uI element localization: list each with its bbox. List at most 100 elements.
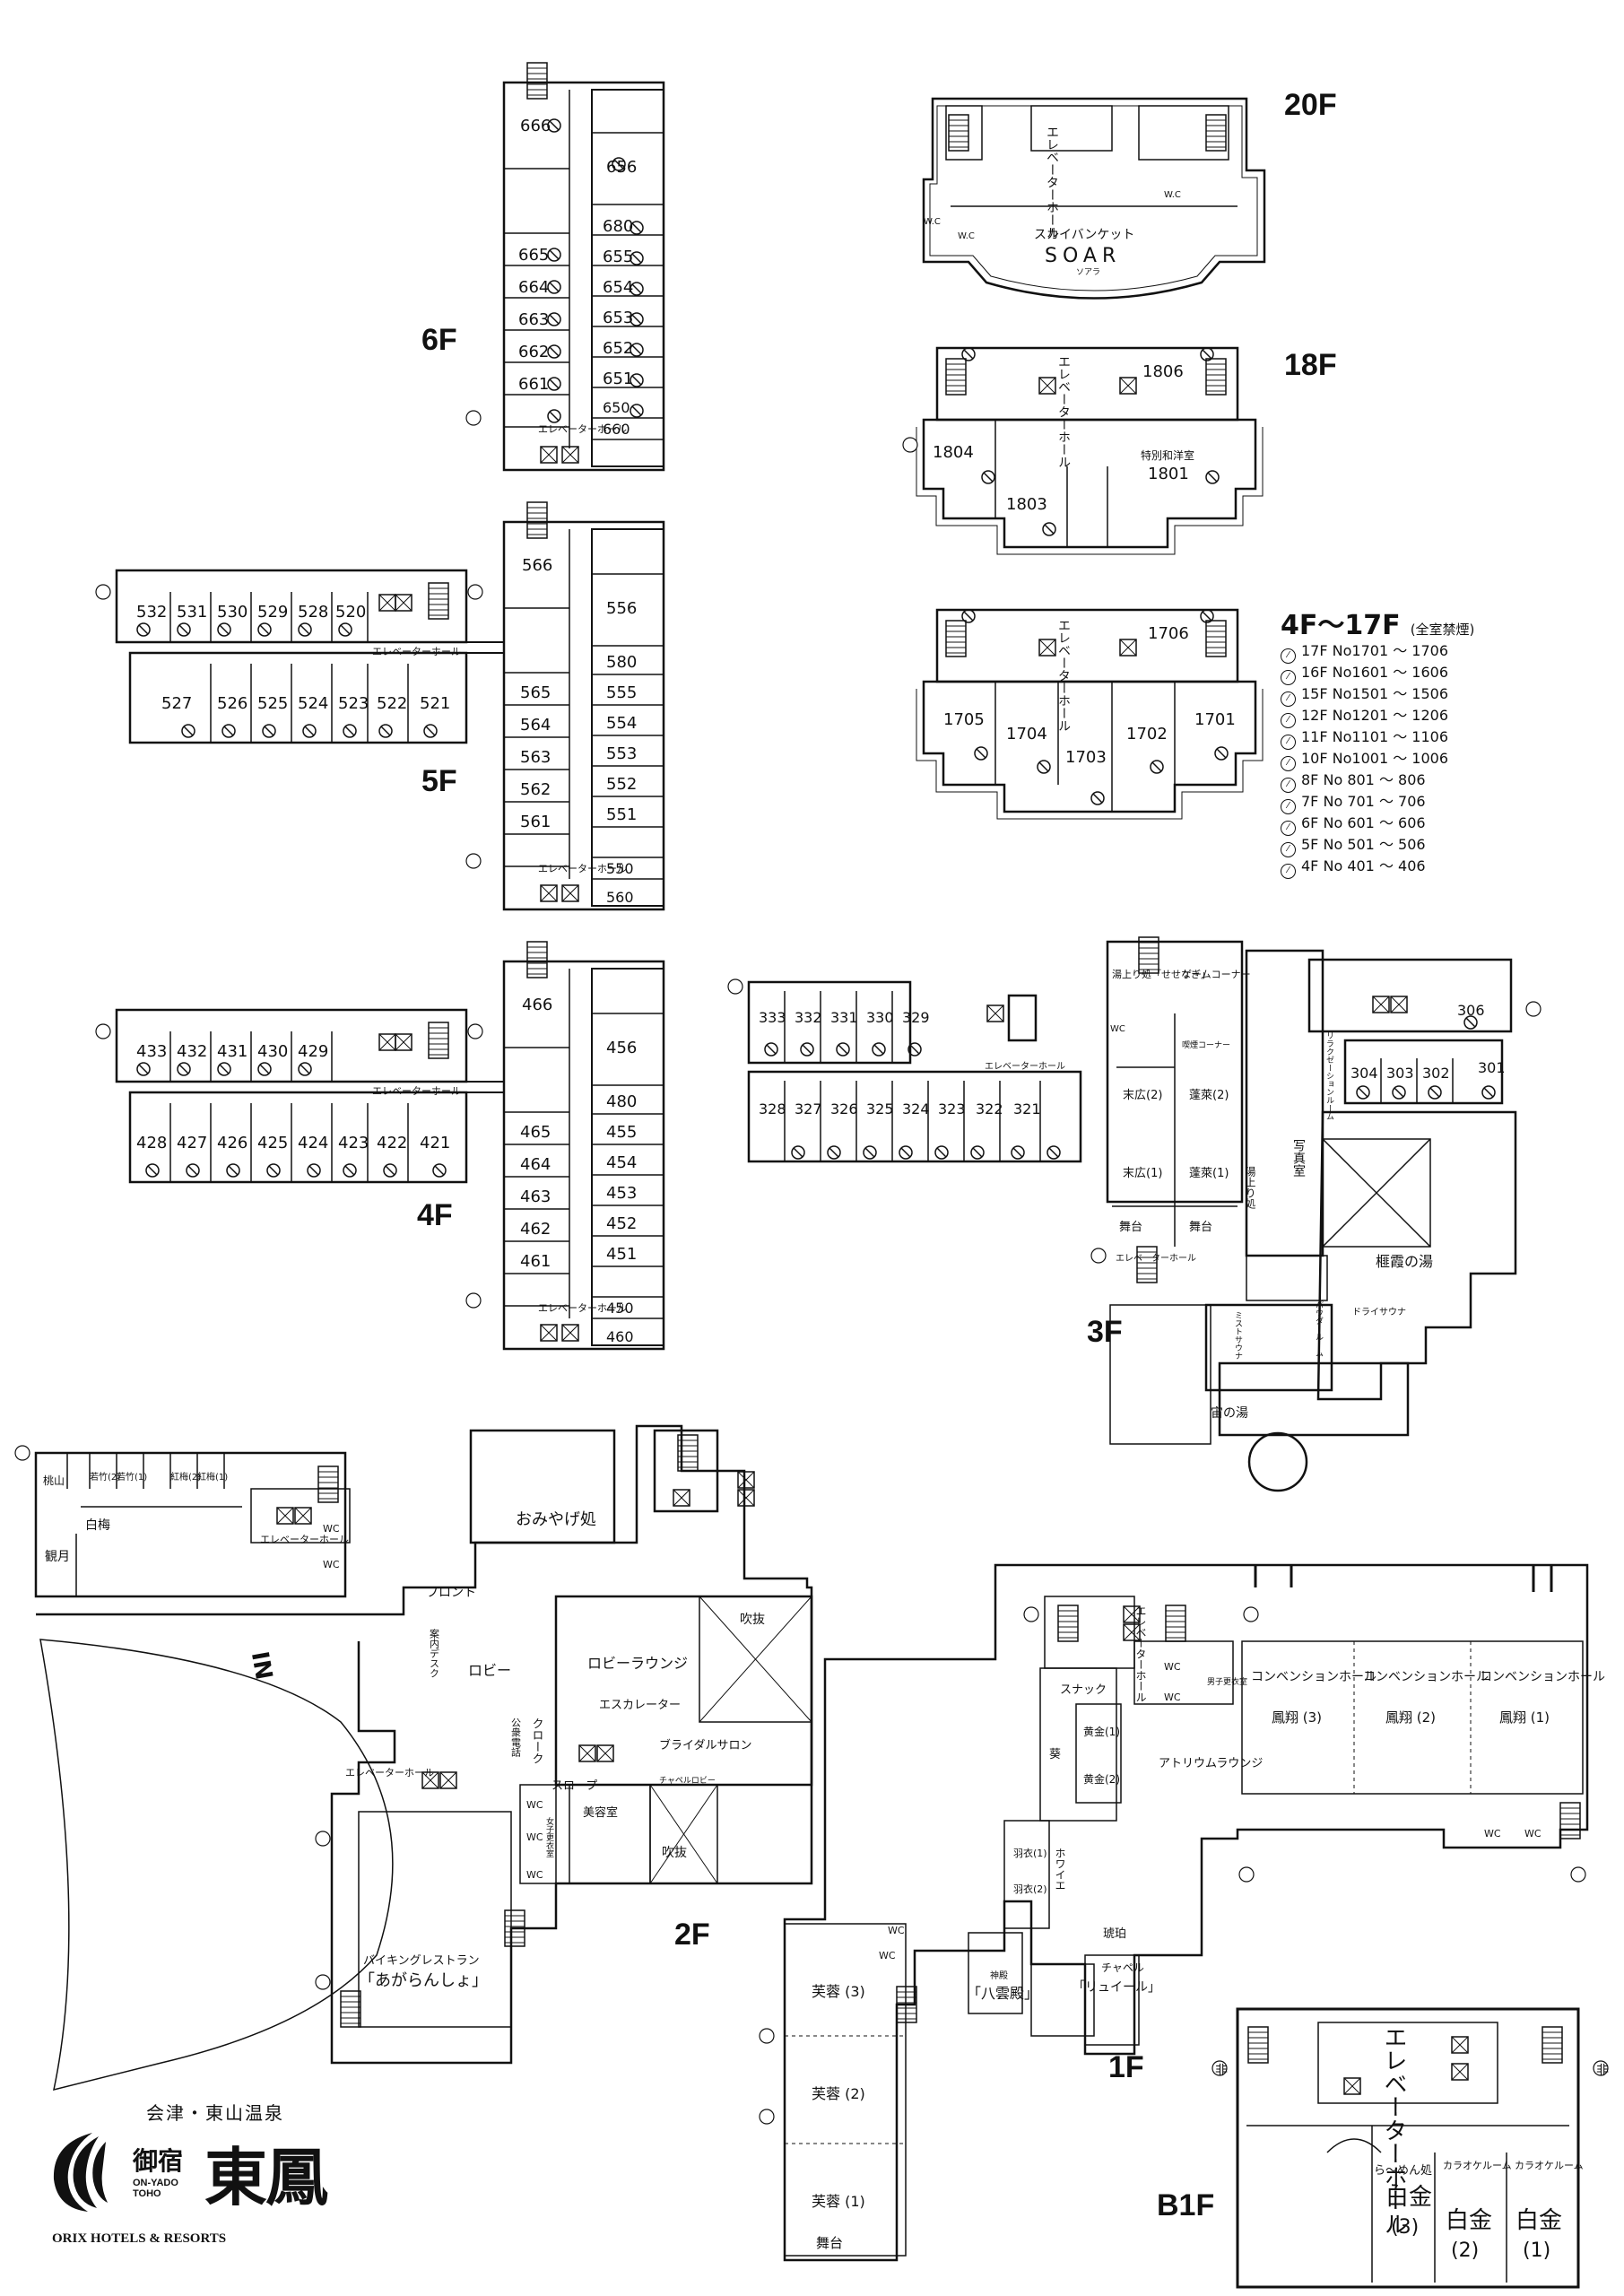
- room-461: 461: [520, 1252, 551, 1271]
- room-653: 653: [603, 309, 633, 327]
- buffet-restaurant-label: バイキングレストラン: [363, 1954, 480, 1968]
- room-528: 528: [298, 603, 328, 622]
- no-smoking-icon: ⁄: [1281, 799, 1296, 814]
- legend-row: ⁄5F No 501 〜 506: [1281, 836, 1474, 857]
- floor-2f-plan: [34, 1424, 813, 2065]
- legend-row-text: 16F No1601 〜 1606: [1301, 664, 1449, 681]
- room-329: 329: [902, 1009, 930, 1026]
- emergency-sign-b1f-east: 非: [1596, 2064, 1609, 2078]
- stage-3f-b: 舞台: [1189, 1221, 1212, 1234]
- room-654: 654: [603, 278, 633, 297]
- wc-1f-a: WC: [1164, 1661, 1181, 1673]
- room-561: 561: [520, 813, 551, 831]
- cloak-label: クローク: [530, 1718, 543, 1764]
- floor-label-2f: 2F: [674, 1918, 710, 1952]
- room-521: 521: [420, 694, 450, 713]
- suehiro-1-label: 末広(1): [1123, 1167, 1162, 1180]
- elevator-hall-5f-wing: エレベーターホール: [372, 646, 461, 657]
- horai-2-label: 蓬萊(2): [1189, 1089, 1229, 1102]
- room-480: 480: [606, 1092, 637, 1111]
- room-326: 326: [830, 1100, 858, 1118]
- no-smoking-icon: ⁄: [1281, 864, 1296, 879]
- room-426: 426: [217, 1134, 248, 1152]
- room-427: 427: [177, 1134, 207, 1152]
- room-333: 333: [759, 1009, 786, 1026]
- room-520: 520: [335, 603, 366, 622]
- atrium-void-label-2f-b: 吹抜: [662, 1846, 687, 1860]
- wc-1f-d: WC: [1524, 1828, 1541, 1839]
- legend-row-text: 7F No 701 〜 706: [1301, 793, 1426, 810]
- brand-name-small: 御宿: [133, 2146, 184, 2176]
- fuyo-3-label: 芙蓉 (3): [812, 1983, 865, 2000]
- sky-banquet-soar: SOAR: [1045, 245, 1121, 267]
- room-527: 527: [161, 694, 192, 713]
- room-327: 327: [795, 1100, 822, 1118]
- legend-row-text: 17F No1701 〜 1706: [1301, 642, 1449, 659]
- suite-label: 特別和洋室: [1141, 448, 1194, 462]
- room-momoyama: 桃山: [43, 1474, 65, 1487]
- room-551: 551: [606, 805, 637, 824]
- room-1704: 1704: [1006, 725, 1047, 744]
- floor-label-3f: 3F: [1087, 1315, 1123, 1349]
- elevator-hall-2f-west: エレベーターホール: [260, 1534, 349, 1545]
- shirogane-1-label: 白金: [1515, 2207, 1562, 2234]
- elevator-hall-4f-tower: エレベーターホール: [538, 1302, 627, 1314]
- room-303: 303: [1386, 1065, 1414, 1082]
- legend-row-text: 11F No1101 〜 1106: [1301, 728, 1449, 745]
- mens-changing-label: 男子更衣室: [1207, 1676, 1247, 1687]
- snack-label: スナック: [1060, 1683, 1107, 1697]
- wc-20f-a: W.C: [924, 217, 941, 227]
- legend-row: ⁄ 7F No 701 〜 706: [1281, 793, 1474, 814]
- wc-20f-b: W.C: [958, 231, 975, 241]
- room-430: 430: [257, 1042, 288, 1061]
- room-1803: 1803: [1006, 495, 1047, 514]
- no-smoking-icon: ⁄: [1281, 713, 1296, 728]
- souvenir-shop-label: おみやげ処: [516, 1510, 596, 1529]
- shrine-name: 「八雲殿」: [967, 1985, 1038, 2002]
- room-456: 456: [606, 1039, 637, 1057]
- karaoke-2-caption: カラオケルーム: [1443, 2160, 1512, 2171]
- foyer-label: ホワイエ: [1054, 1848, 1066, 1891]
- shrine-caption: 神殿: [990, 1970, 1008, 1981]
- brand-logo-icon: [53, 2133, 108, 2212]
- aoi-label: 葵: [1049, 1748, 1061, 1761]
- ogon-1-label: 黄金(1): [1083, 1725, 1120, 1738]
- floor-1f-plan: [783, 1563, 1589, 2262]
- legend-row: ⁄ 12F No1201 〜 1206: [1281, 707, 1474, 728]
- room-431: 431: [217, 1042, 248, 1061]
- fuyo-1-label: 芙蓉 (1): [812, 2193, 865, 2210]
- elevator-hall-20f: エレベーターホール: [1045, 126, 1059, 239]
- sky-banquet-kana: ソアラ: [1076, 267, 1100, 277]
- wc-2f-d: WC: [526, 1831, 543, 1843]
- elevator-hall-5f-tower: エレベーターホール: [538, 863, 627, 874]
- shirogane-3-label: 白金: [1385, 2184, 1432, 2211]
- floor-4f-plan: [115, 960, 665, 1351]
- room-325: 325: [866, 1100, 894, 1118]
- room-563: 563: [520, 748, 551, 767]
- wc-1f-c: WC: [1484, 1828, 1501, 1839]
- floor-label-5f: 5F: [421, 764, 457, 798]
- legend-row-text: 12F No1201 〜 1206: [1301, 707, 1449, 724]
- powder-room-label: パウダールーム: [1314, 1300, 1324, 1357]
- legend-row: ⁄4F No 401 〜 406: [1281, 857, 1474, 879]
- room-566: 566: [522, 556, 552, 575]
- room-455: 455: [606, 1123, 637, 1142]
- front-desk-label: フロント: [426, 1586, 476, 1600]
- mist-sauna-label: ミストサウナ: [1233, 1311, 1243, 1360]
- room-460: 460: [606, 1328, 634, 1345]
- room-454: 454: [606, 1153, 637, 1172]
- room-552: 552: [606, 775, 637, 794]
- room-453: 453: [606, 1184, 637, 1203]
- room-1705: 1705: [943, 710, 985, 729]
- room-321: 321: [1013, 1100, 1041, 1118]
- elevator-hall-4f-wing: エレベーターホール: [372, 1085, 461, 1097]
- room-560: 560: [606, 889, 634, 906]
- floor-label-b1f: B1F: [1157, 2188, 1215, 2222]
- shirogane-1-number: (1): [1523, 2239, 1550, 2262]
- room-465: 465: [520, 1123, 551, 1142]
- room-koubai-1: 紅梅(1): [197, 1471, 228, 1483]
- karaoke-1-caption: カラオケルーム: [1515, 2160, 1584, 2171]
- fuyo-2-label: 芙蓉 (2): [812, 2085, 865, 2102]
- lobby-lounge-label: ロビーラウンジ: [587, 1655, 688, 1672]
- room-304: 304: [1350, 1065, 1378, 1082]
